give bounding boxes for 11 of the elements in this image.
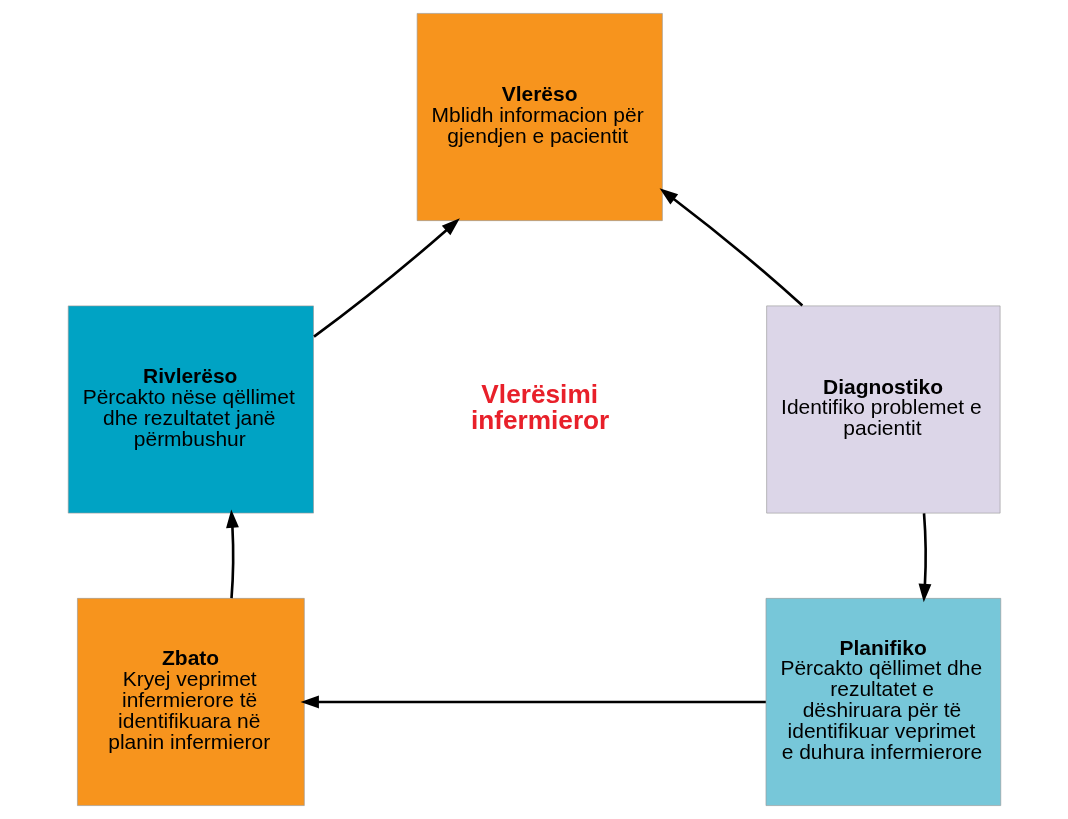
node-box: Rivlerëso Përcakto nëse qëllimet dhe rezultatet janë përmbushur	[67, 305, 314, 514]
arrow	[312, 218, 460, 338]
node-box: Vlerëso Mblidh informacion për gjendjen e pacientit	[416, 13, 663, 221]
node-box: Zbato Kryej veprimet infermierore të identifikuara në planin infermieror	[76, 598, 305, 806]
arrow	[659, 188, 803, 307]
arrow	[300, 695, 766, 709]
node-box: Diagnostiko Identifiko problemet e pacientit	[765, 305, 1000, 514]
arrow	[918, 513, 931, 603]
node-box: Planifiko Përcakto qëllimet dhe rezultatet e dëshiruara për të identifikuar veprimet e duhura infermierore	[765, 598, 1001, 806]
arrow	[225, 509, 239, 599]
label: Vlerësimi infermieror	[470, 378, 609, 436]
